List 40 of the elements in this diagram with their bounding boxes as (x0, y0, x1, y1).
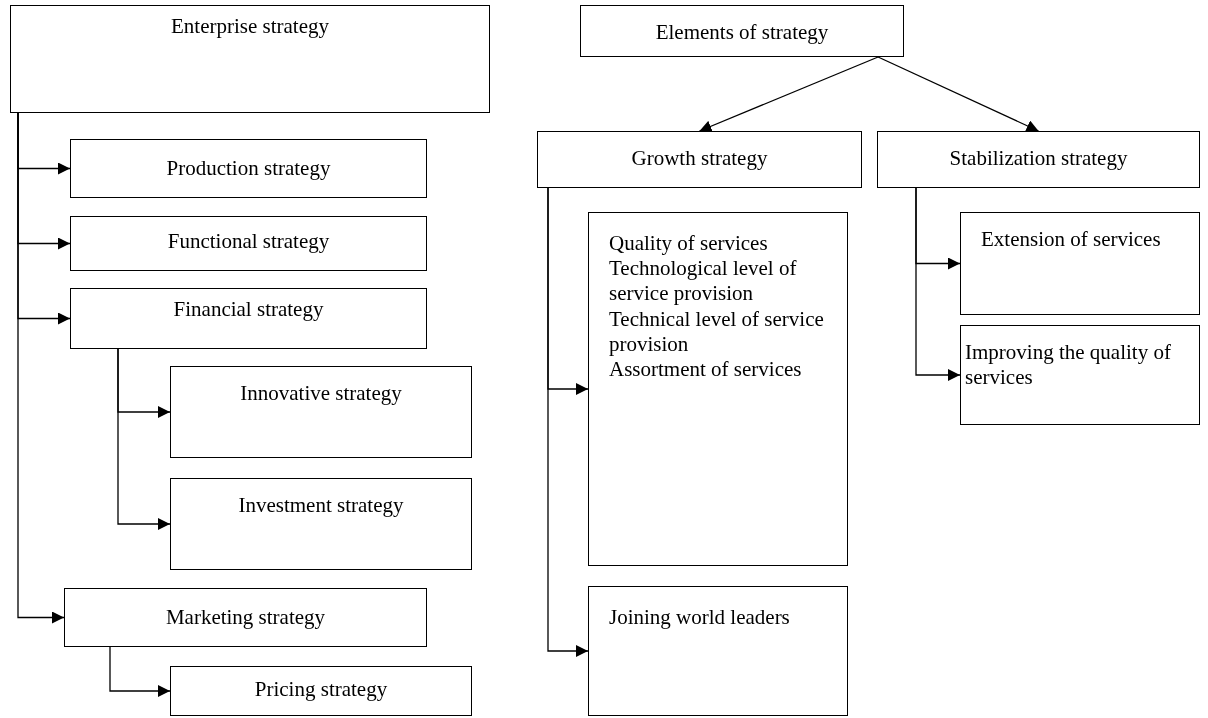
box-label: Financial strategy (172, 297, 325, 323)
arrow (547, 187, 589, 657)
strategy-box (170, 666, 472, 716)
strategy-box (170, 478, 472, 570)
strategy-box (877, 131, 1200, 188)
arrow (698, 56, 879, 132)
strategy-box (588, 212, 848, 566)
strategy-box (588, 586, 848, 716)
box-label: Technological level of service provision (609, 256, 798, 307)
strategy-box (70, 288, 427, 349)
strategy-box (64, 588, 427, 647)
box-label: Production strategy (165, 156, 332, 182)
box-label: Innovative strategy (239, 381, 403, 407)
box-label: Stabilization strategy (948, 146, 1129, 172)
arrow (117, 348, 171, 530)
box-label: Quality of services (609, 231, 769, 257)
box-label: Functional strategy (166, 229, 331, 255)
box-label: Technical level of service provision (609, 306, 825, 357)
box-label: Enterprise strategy (170, 14, 330, 40)
strategy-box (960, 212, 1200, 315)
strategy-box (10, 5, 490, 113)
box-label: Marketing strategy (164, 605, 327, 631)
box-label: Growth strategy (630, 146, 769, 172)
strategy-box (70, 139, 427, 198)
arrow (877, 56, 1040, 132)
strategy-box (70, 216, 427, 271)
box-label: Extension of services (981, 227, 1162, 253)
box-label: Improving the quality of services (965, 340, 1172, 391)
strategy-box (537, 131, 862, 188)
box-label: Assortment of services (609, 356, 803, 383)
box-label: Pricing strategy (253, 677, 389, 703)
strategy-box (580, 5, 904, 57)
arrow (109, 646, 171, 697)
box-label: Elements of strategy (654, 20, 830, 46)
box-label: Joining world leaders (609, 605, 791, 631)
strategy-box (170, 366, 472, 458)
strategy-box (960, 325, 1200, 425)
arrow (17, 112, 65, 624)
box-label: Investment strategy (237, 493, 405, 519)
arrow (915, 187, 961, 381)
